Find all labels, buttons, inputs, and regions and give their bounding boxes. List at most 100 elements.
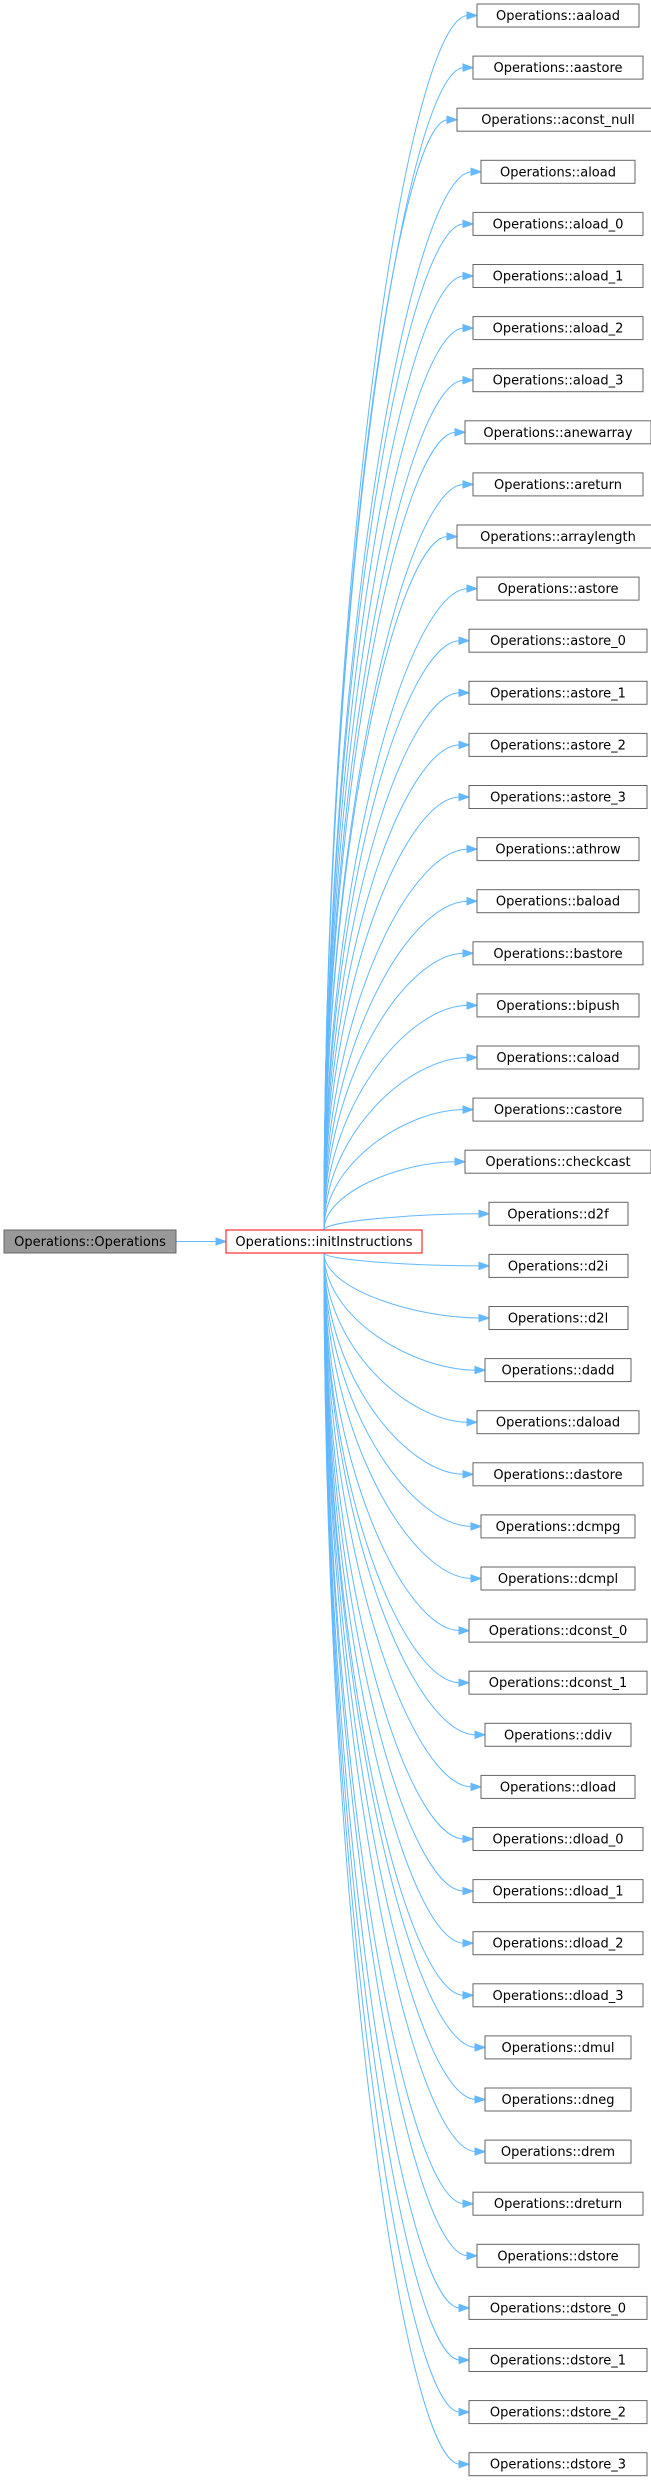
- edge-to-callee-arrow: [462, 480, 475, 489]
- callee-node[interactable]: Operations::daload: [476, 1410, 640, 1435]
- callee-node-box: [472, 1827, 644, 1851]
- callee-node[interactable]: Operations::dneg: [484, 2087, 632, 2112]
- callee-node[interactable]: Operations::baload: [476, 889, 640, 914]
- callee-node[interactable]: Operations::anewarray: [464, 420, 651, 445]
- callee-node[interactable]: Operations::aconst_null: [456, 107, 651, 132]
- edge-to-callee-arrow: [458, 2459, 471, 2469]
- callee-node-label: Operations::dcmpl: [498, 1572, 618, 1587]
- callee-node[interactable]: Operations::astore: [476, 576, 640, 601]
- callee-node[interactable]: Operations::ddiv: [484, 1722, 632, 1747]
- callee-node[interactable]: Operations::dload_2: [472, 1931, 644, 1956]
- edge-to-callee-arrow: [462, 1990, 475, 2000]
- callee-node-label: Operations::aload: [500, 165, 616, 180]
- callee-node-box: [480, 1514, 636, 1539]
- edge-to-callee-arrow: [462, 271, 475, 281]
- callee-node-label: Operations::dmul: [502, 2041, 615, 2056]
- edge-to-callee-arrow: [458, 2303, 471, 2313]
- callee-node-label: Operations::astore_3: [490, 791, 626, 806]
- callee-node[interactable]: Operations::dadd: [484, 1358, 632, 1383]
- callee-node-label: Operations::dstore_2: [490, 2406, 626, 2421]
- callee-node[interactable]: Operations::d2l: [488, 1306, 629, 1330]
- callee-node-box: [464, 420, 651, 445]
- callee-node-label: Operations::d2i: [508, 1259, 608, 1274]
- callee-node-label: Operations::anewarray: [483, 426, 632, 441]
- edge-to-callee-arrow: [478, 1209, 491, 1219]
- callee-node-label: Operations::aload_2: [493, 322, 624, 337]
- root-node-label: Operations::Operations: [14, 1235, 166, 1250]
- callee-node[interactable]: Operations::aload_1: [472, 264, 644, 288]
- callee-node[interactable]: Operations::castore: [472, 1097, 644, 1122]
- callee-node[interactable]: Operations::aastore: [472, 55, 644, 80]
- edge-to-callee-arrow: [466, 844, 479, 854]
- callee-node[interactable]: Operations::aload: [480, 159, 636, 184]
- callee-node[interactable]: Operations::dload: [480, 1774, 636, 1799]
- callee-node[interactable]: Operations::d2f: [488, 1201, 629, 1226]
- center-node-label: Operations::initInstructions: [235, 1235, 412, 1250]
- callee-node[interactable]: Operations::dload_0: [472, 1827, 644, 1851]
- edge-to-callee: [323, 952, 465, 1231]
- edge-to-callee-arrow: [466, 11, 479, 20]
- callee-node-label: Operations::d2f: [507, 1207, 609, 1222]
- callee-node[interactable]: Operations::dload_3: [472, 1983, 644, 2008]
- callee-node[interactable]: Operations::drem: [484, 2139, 632, 2164]
- callee-node-label: Operations::dastore: [493, 1468, 622, 1483]
- callee-node[interactable]: Operations::athrow: [476, 837, 640, 862]
- callee-node[interactable]: Operations::caload: [476, 1045, 640, 1070]
- callee-node[interactable]: Operations::dastore: [472, 1462, 644, 1487]
- edge-to-callee-arrow: [458, 2355, 471, 2365]
- callee-node[interactable]: Operations::areturn: [472, 472, 644, 497]
- callee-node-box: [480, 1774, 636, 1799]
- callee-node-label: Operations::checkcast: [485, 1155, 630, 1170]
- callee-node[interactable]: Operations::dmul: [484, 2035, 632, 2060]
- callee-node-label: Operations::dstore_0: [490, 2301, 626, 2316]
- callee-node[interactable]: Operations::dconst_0: [468, 1618, 648, 1643]
- callee-node[interactable]: Operations::bipush: [476, 993, 640, 1018]
- callee-node[interactable]: Operations::astore_3: [468, 785, 648, 809]
- callee-node[interactable]: Operations::checkcast: [464, 1149, 651, 1174]
- edge-to-callee: [323, 1252, 477, 2153]
- callee-node[interactable]: Operations::astore_2: [468, 732, 648, 757]
- callee-node-box: [472, 368, 644, 393]
- callee-node[interactable]: Operations::aload_0: [472, 211, 644, 236]
- callee-node[interactable]: Operations::bastore: [472, 941, 644, 966]
- callee-node[interactable]: Operations::dconst_1: [468, 1670, 648, 1695]
- callee-node[interactable]: Operations::dstore_2: [468, 2400, 648, 2425]
- edge-to-callee-arrow: [462, 375, 475, 385]
- callee-node[interactable]: Operations::dstore: [476, 2243, 640, 2268]
- callee-node-label: Operations::aload_0: [493, 217, 624, 232]
- callee-node[interactable]: Operations::dstore_3: [468, 2452, 648, 2477]
- edge-to-callee: [323, 1252, 477, 2100]
- callee-node[interactable]: Operations::astore_0: [468, 628, 648, 653]
- callee-node-label: Operations::caload: [496, 1051, 619, 1066]
- callee-node[interactable]: Operations::arraylength: [456, 524, 651, 549]
- callee-node[interactable]: Operations::aload_2: [472, 316, 644, 341]
- edge-to-callee-arrow: [454, 427, 467, 437]
- callee-node[interactable]: Operations::d2i: [488, 1253, 629, 1278]
- callee-node[interactable]: Operations::dcmpl: [480, 1566, 636, 1591]
- callee-node-label: Operations::astore_1: [490, 686, 626, 701]
- callee-node-box: [476, 993, 640, 1018]
- callee-node-box: [472, 1879, 644, 1904]
- edge-to-callee-arrow: [458, 636, 471, 646]
- callee-node[interactable]: Operations::dcmpg: [480, 1514, 636, 1539]
- callee-node[interactable]: Operations::dstore_0: [468, 2295, 648, 2320]
- edge-to-callee-arrow: [466, 1001, 479, 1010]
- edge-to-callee: [323, 588, 469, 1231]
- callee-node[interactable]: Operations::astore_1: [468, 680, 648, 705]
- callee-node-label: Operations::daload: [496, 1416, 620, 1431]
- callee-node[interactable]: Operations::dstore_1: [468, 2348, 648, 2372]
- center-node[interactable]: Operations::initInstructions: [225, 1229, 423, 1254]
- edge-to-callee-arrow: [478, 1261, 491, 1271]
- edge-to-callee-arrow: [466, 2251, 479, 2261]
- callee-node[interactable]: Operations::dload_1: [472, 1879, 644, 1904]
- callee-node[interactable]: Operations::dreturn: [472, 2191, 644, 2216]
- edge-to-callee: [323, 1252, 465, 1475]
- callee-node[interactable]: Operations::aload_3: [472, 368, 644, 393]
- root-node[interactable]: Operations::Operations: [3, 1229, 177, 1254]
- callee-node[interactable]: Operations::aaload: [476, 3, 640, 28]
- edge-to-callee: [323, 744, 461, 1231]
- callee-node-label: Operations::dreturn: [494, 2197, 622, 2212]
- callee-node-box: [472, 941, 644, 966]
- edge-to-callee: [323, 1252, 461, 1684]
- edge-to-callee: [323, 1161, 457, 1231]
